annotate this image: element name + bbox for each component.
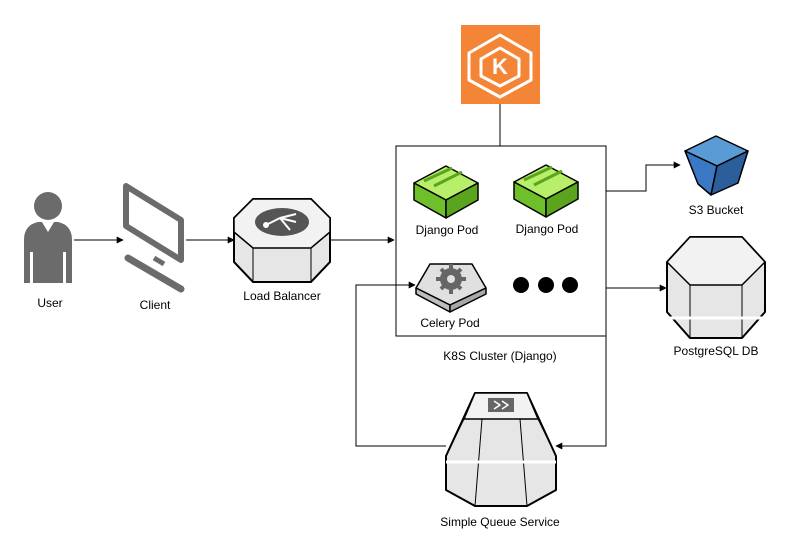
user-label: User (37, 296, 62, 310)
s3-node: S3 Bucket (684, 135, 749, 217)
django-pod-1: Django Pod (413, 165, 479, 237)
database-icon (666, 236, 766, 339)
queue-icon (445, 392, 557, 507)
django-pod-2: Django Pod (513, 164, 579, 236)
load-balancer-node: Load Balancer (233, 198, 331, 303)
bucket-icon (684, 135, 749, 196)
postgres-node: PostgreSQL DB (666, 236, 766, 358)
k8s-cluster: K8S Cluster (Django) (395, 145, 607, 363)
edge-sqs-celery (355, 281, 446, 447)
client-label: Client (140, 298, 171, 312)
ellipsis-icon (513, 277, 578, 293)
kubernetes-icon: K (461, 25, 540, 104)
postgres-label: PostgreSQL DB (674, 344, 759, 358)
s3-label: S3 Bucket (689, 203, 744, 217)
django-pod-2-label: Django Pod (516, 222, 579, 236)
client-node: Client (123, 183, 185, 312)
load-balancer-icon (233, 198, 331, 283)
edge-cluster-s3 (606, 161, 681, 192)
sqs-label: Simple Queue Service (440, 515, 560, 529)
user-node: User (24, 192, 72, 310)
svg-text:K: K (492, 54, 508, 79)
computer-icon (123, 183, 185, 293)
django-pod-1-label: Django Pod (416, 223, 479, 237)
celery-pod-label: Celery Pod (420, 316, 479, 330)
celery-pod: Celery Pod (415, 263, 487, 330)
load-balancer-label: Load Balancer (243, 289, 320, 303)
eks-tile (461, 25, 540, 104)
cluster-boundary (395, 145, 607, 337)
edge-cluster-sqs (555, 250, 607, 450)
user-icon (24, 192, 72, 283)
gear-icon (415, 263, 487, 313)
sqs-node: Simple Queue Service (440, 392, 560, 529)
connectors (74, 104, 681, 450)
pod-icon (413, 165, 479, 219)
pod-icon (513, 164, 579, 218)
cluster-label: K8S Cluster (Django) (443, 349, 556, 363)
